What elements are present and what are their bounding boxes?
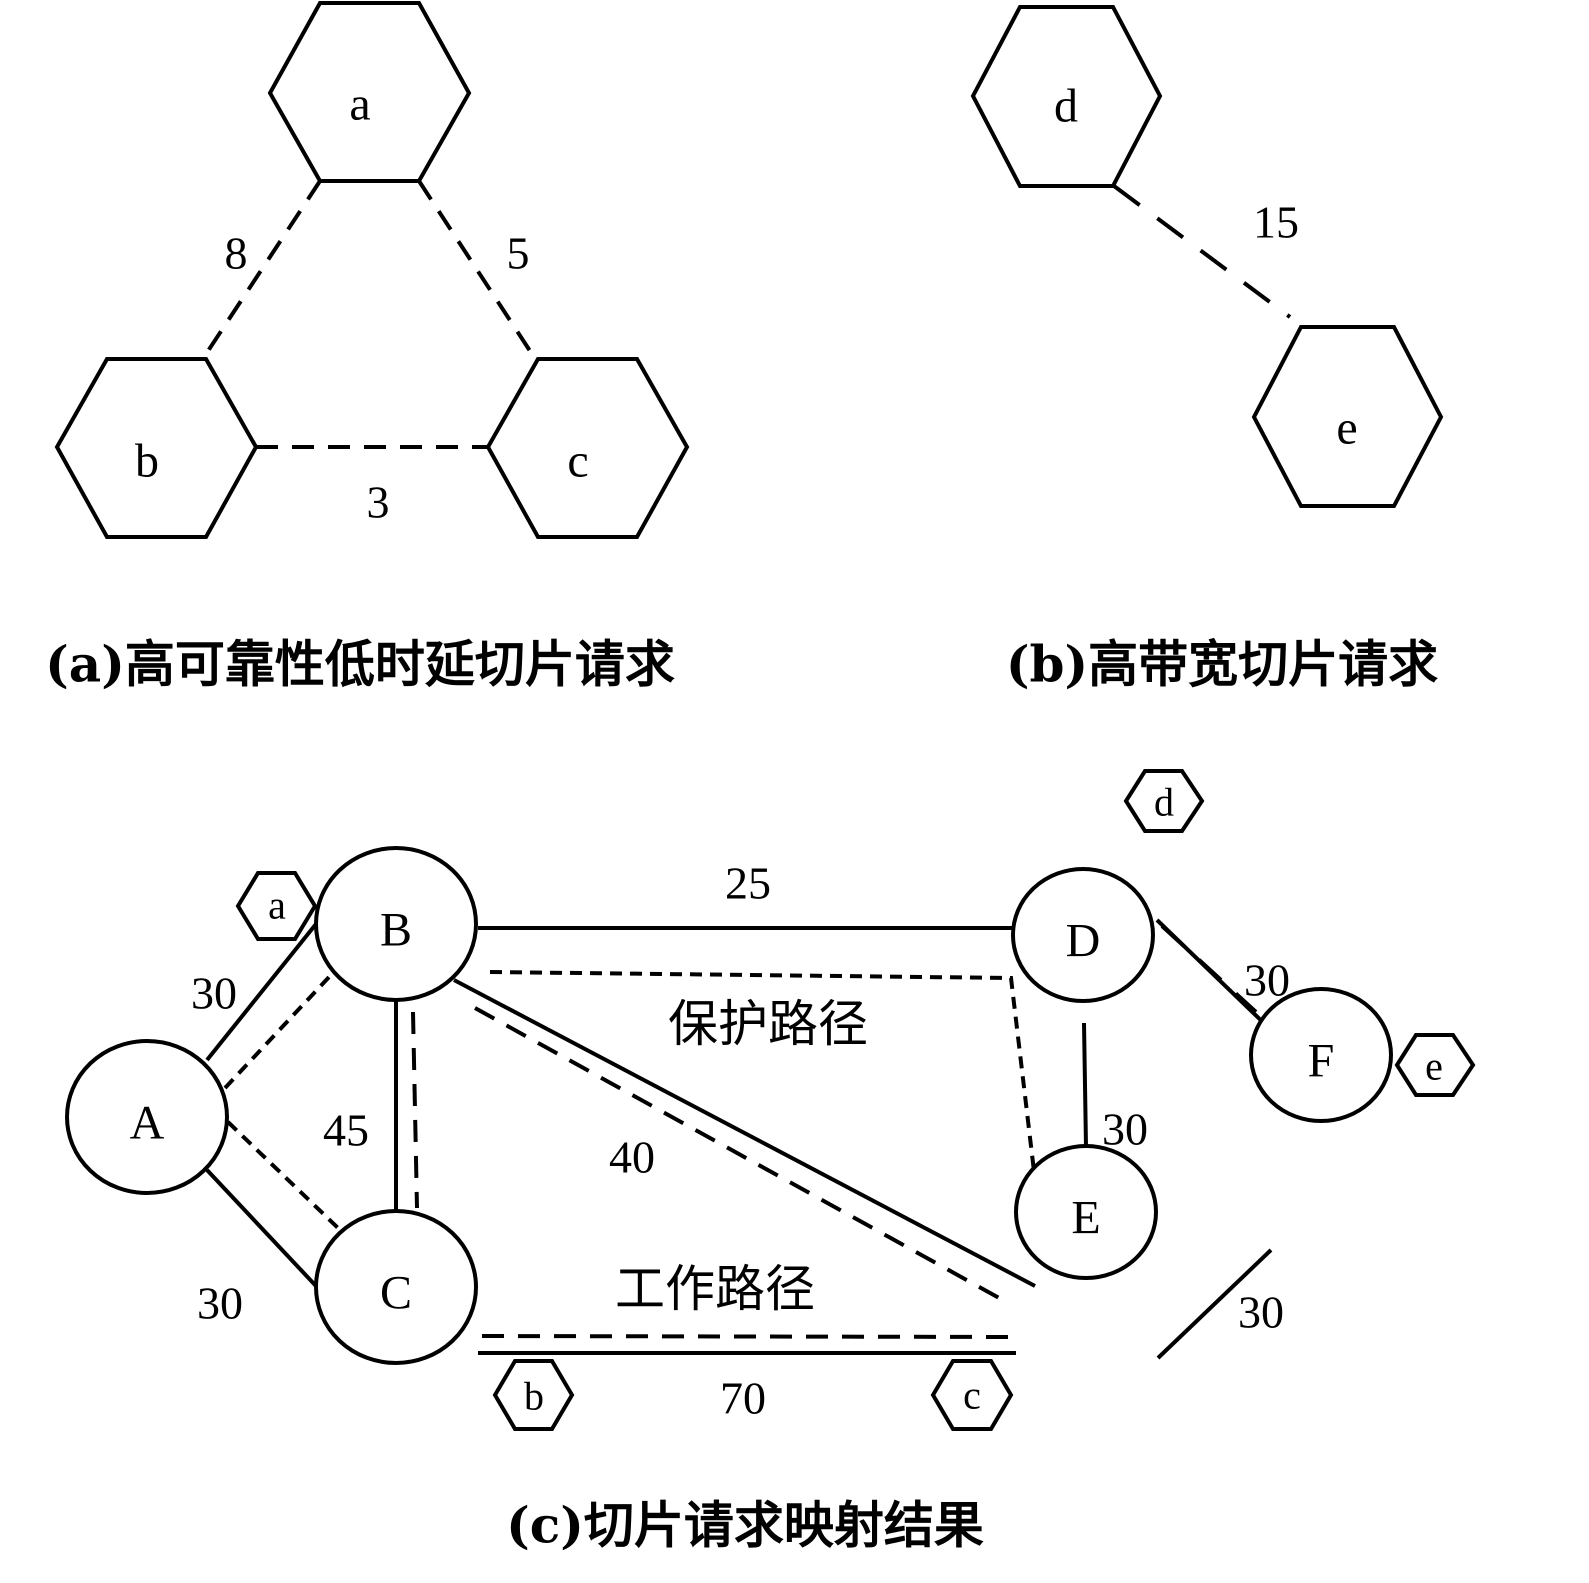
panel-a: a b c 8 5 3 (a)高可靠性低时延切片请求 bbox=[45, 1, 690, 694]
virtual-node-c-label: c bbox=[567, 435, 588, 488]
virtual-node-e bbox=[1251, 325, 1444, 508]
protection-path-B-D-E bbox=[489, 970, 1048, 1273]
panel-b: d e 15 (b)高带宽切片请求 bbox=[970, 5, 1444, 694]
physical-node-A-label: A bbox=[130, 1097, 165, 1150]
link-weight-D-E: 30 bbox=[1102, 1104, 1148, 1155]
mapped-virtual-node-c-label: c bbox=[963, 1373, 981, 1418]
virtual-link-a-b bbox=[204, 179, 322, 356]
link-weight-D-F: 30 bbox=[1244, 955, 1290, 1006]
mapped-virtual-node-e-label: e bbox=[1425, 1044, 1443, 1089]
caption-c: (c)切片请求映射结果 bbox=[506, 1496, 984, 1555]
physical-node-E bbox=[1014, 1144, 1158, 1280]
link-weight-E-F: 30 bbox=[1238, 1287, 1284, 1338]
working-path-B-C bbox=[411, 1011, 419, 1209]
virtual-node-c bbox=[485, 357, 690, 539]
panel-c: A B C D E F a b c d e 30 30 45 25 40 70 … bbox=[65, 769, 1476, 1555]
mapped-virtual-node-a-label: a bbox=[268, 883, 286, 928]
protection-path-A-B bbox=[223, 974, 332, 1090]
mapped-virtual-node-a bbox=[235, 871, 318, 941]
virtual-link-d-e bbox=[1112, 184, 1292, 319]
physical-node-E-label: E bbox=[1071, 1192, 1100, 1245]
link-weight-A-C: 30 bbox=[197, 1278, 243, 1329]
virtual-node-d-label: d bbox=[1054, 80, 1078, 133]
physical-link-B-E bbox=[453, 978, 1036, 1288]
physical-node-A bbox=[65, 1039, 229, 1195]
mapped-virtual-node-e bbox=[1394, 1033, 1476, 1097]
caption-b: (b)高带宽切片请求 bbox=[1006, 635, 1438, 694]
physical-node-F-label: F bbox=[1308, 1035, 1335, 1088]
physical-node-C-label: C bbox=[380, 1267, 412, 1320]
link-weight-B-C: 45 bbox=[323, 1105, 369, 1156]
link-weight-b-c: 3 bbox=[367, 477, 390, 528]
physical-link-A-C bbox=[205, 1168, 318, 1288]
virtual-node-a-label: a bbox=[349, 78, 370, 131]
working-path-A-C bbox=[226, 1120, 340, 1230]
protection-path-label: 保护路径 bbox=[668, 995, 868, 1053]
working-path-label: 工作路径 bbox=[615, 1260, 815, 1318]
physical-node-C bbox=[314, 1209, 478, 1365]
link-weight-C-E: 70 bbox=[720, 1373, 766, 1424]
virtual-node-b bbox=[54, 357, 259, 539]
virtual-node-d bbox=[970, 5, 1163, 188]
mapped-virtual-node-d-label: d bbox=[1154, 780, 1174, 825]
link-weight-B-D: 25 bbox=[725, 858, 771, 909]
mapped-virtual-node-b-label: b bbox=[524, 1374, 544, 1419]
physical-node-B bbox=[314, 846, 478, 1002]
physical-node-F bbox=[1249, 987, 1393, 1123]
virtual-node-e-label: e bbox=[1336, 402, 1357, 455]
link-weight-B-E: 40 bbox=[609, 1132, 655, 1183]
link-weight-a-c: 5 bbox=[507, 228, 530, 279]
link-weight-d-e: 15 bbox=[1253, 197, 1299, 248]
mapped-virtual-node-c bbox=[930, 1359, 1014, 1431]
physical-link-A-B bbox=[205, 922, 318, 1062]
working-path-B-E bbox=[474, 1006, 1011, 1306]
mapped-virtual-node-b bbox=[492, 1359, 575, 1431]
working-path-D-F bbox=[1160, 924, 1258, 1014]
virtual-node-b-label: b bbox=[135, 435, 159, 488]
physical-link-E-F bbox=[1156, 1248, 1273, 1360]
physical-node-B-label: B bbox=[380, 904, 412, 957]
mapped-virtual-node-d bbox=[1123, 769, 1205, 833]
physical-node-D bbox=[1011, 867, 1155, 1003]
working-path-C-E bbox=[481, 1334, 1016, 1339]
link-weight-A-B: 30 bbox=[191, 968, 237, 1019]
virtual-node-a bbox=[267, 1, 472, 183]
physical-node-D-label: D bbox=[1066, 915, 1101, 968]
physical-link-D-E bbox=[1082, 1022, 1088, 1148]
link-weight-a-b: 8 bbox=[225, 228, 248, 279]
caption-a: (a)高可靠性低时延切片请求 bbox=[45, 635, 675, 694]
